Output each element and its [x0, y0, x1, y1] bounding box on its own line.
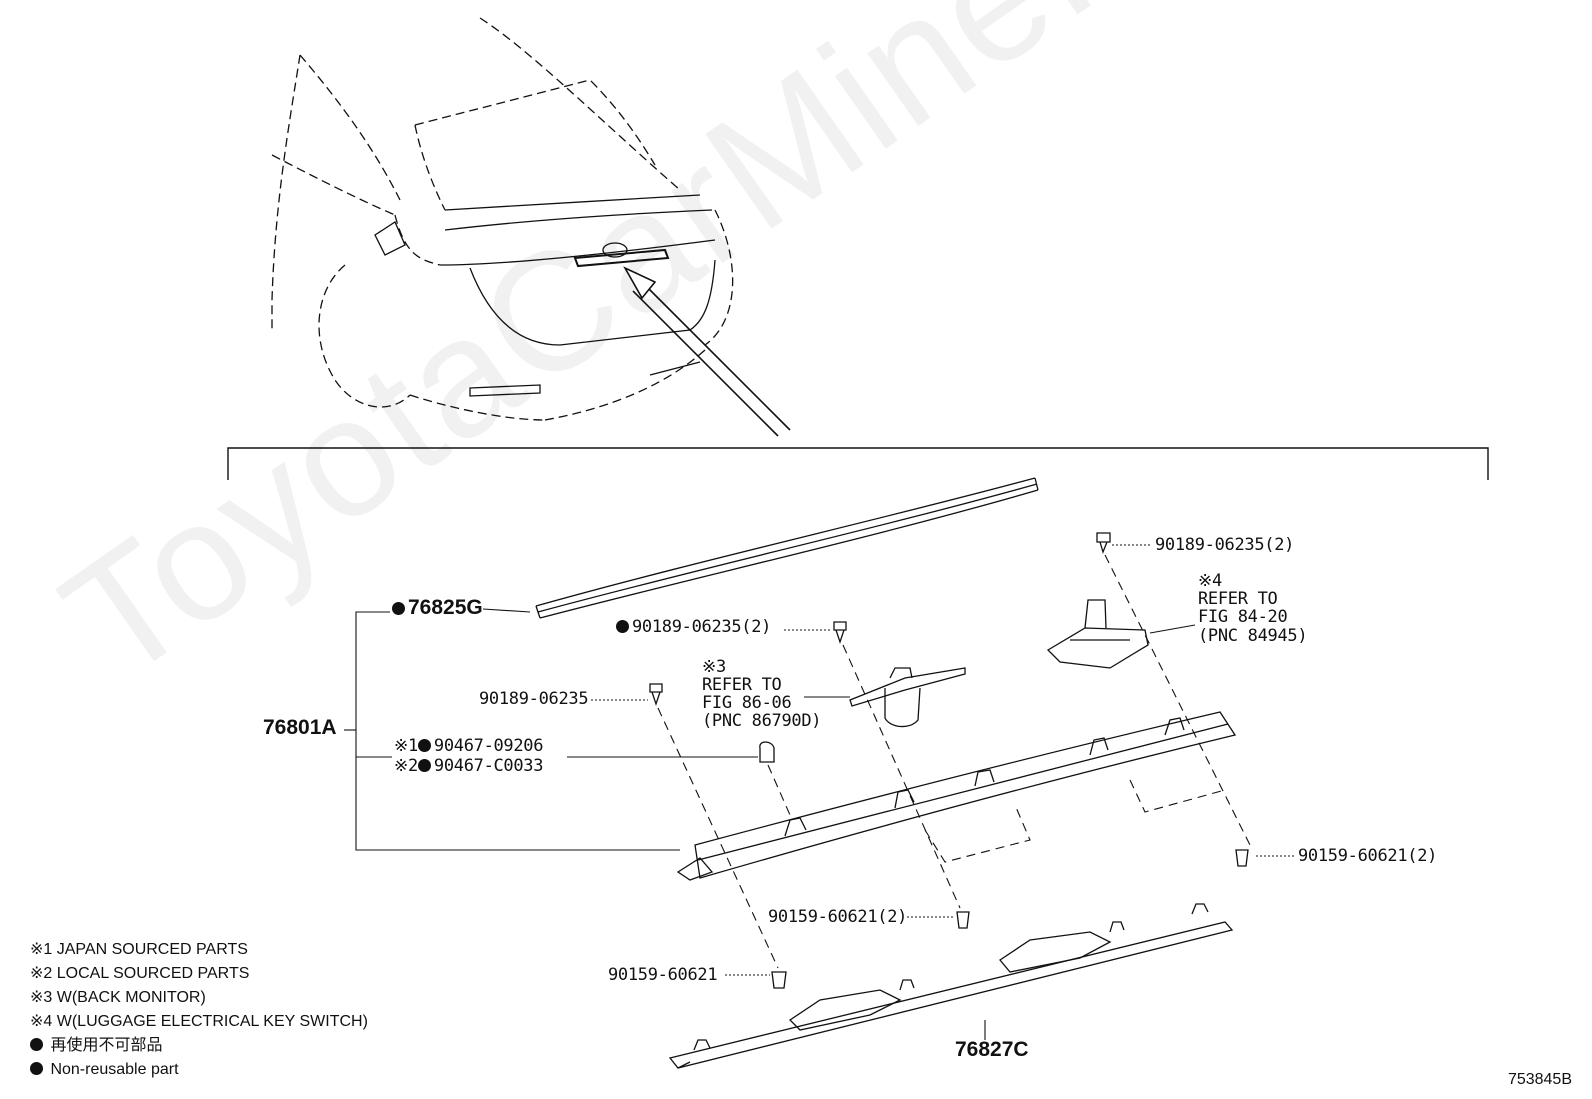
part-label-90159-60621-single: 90159-60621 — [608, 965, 718, 985]
location-arrow — [623, 266, 791, 437]
non-reusable-dot-icon — [616, 620, 629, 633]
non-reusable-dot-icon — [417, 739, 431, 752]
ref3-line3: (PNC 86790D) — [702, 711, 822, 731]
part-label-90189-06235-mid: 90189-06235(2) — [616, 618, 771, 637]
ref-mark-4: ※4 — [1198, 571, 1222, 591]
garnish-76827C — [668, 903, 1234, 1069]
part-label-90159-60621-mid: 90159-60621(2) — [768, 907, 908, 927]
fasteners — [649, 532, 1249, 989]
part-label-90159-60621-right: 90159-60621(2) — [1298, 846, 1438, 866]
legend-note-2: ※2 LOCAL SOURCED PARTS — [30, 965, 250, 982]
non-reusable-dot-icon — [392, 602, 405, 615]
ref4-line2: FIG 84-20 — [1198, 607, 1288, 627]
non-reusable-dot-icon — [30, 1062, 43, 1075]
ref3-line1: REFER TO — [702, 675, 782, 695]
part-label-90189-06235-single: 90189-06235 — [479, 689, 589, 709]
ref3-line2: FIG 86-06 — [702, 693, 792, 713]
figure-number: 753845B — [1507, 1071, 1572, 1088]
group-bracket — [227, 447, 1489, 480]
car-illustration — [271, 17, 734, 421]
part-label-90189-06235-top: 90189-06235(2) — [1155, 535, 1295, 555]
legend-note-1: ※1 JAPAN SOURCED PARTS — [30, 941, 248, 958]
part-label-76801A: 76801A — [263, 716, 337, 739]
key-switch-unit — [1046, 599, 1149, 669]
car-solid-lines — [374, 194, 716, 397]
non-reusable-dot-icon — [30, 1038, 43, 1051]
moulding-strip-76825G — [535, 477, 1039, 619]
non-reusable-dot-icon — [417, 759, 431, 772]
leader-lines — [344, 544, 1296, 1040]
legend-jp-nonreusable: 再使用不可部品 — [30, 1036, 162, 1055]
ref4-line3: (PNC 84945) — [1198, 626, 1308, 646]
legend-note-4: ※4 W(LUGGAGE ELECTRICAL KEY SWITCH) — [30, 1013, 368, 1030]
ref4-line1: REFER TO — [1198, 589, 1278, 609]
legend-note-3: ※3 W(BACK MONITOR) — [30, 989, 206, 1006]
legend-en-nonreusable: Non-reusable part — [30, 1060, 179, 1079]
back-monitor-camera — [849, 667, 966, 728]
part-label-76827C: 76827C — [955, 1038, 1029, 1061]
part-label-76825G: 76825G — [392, 597, 483, 618]
ref-mark-3: ※3 — [702, 657, 726, 677]
install-guide-lines — [657, 554, 1251, 969]
lamp-assembly-76801A — [676, 711, 1237, 881]
